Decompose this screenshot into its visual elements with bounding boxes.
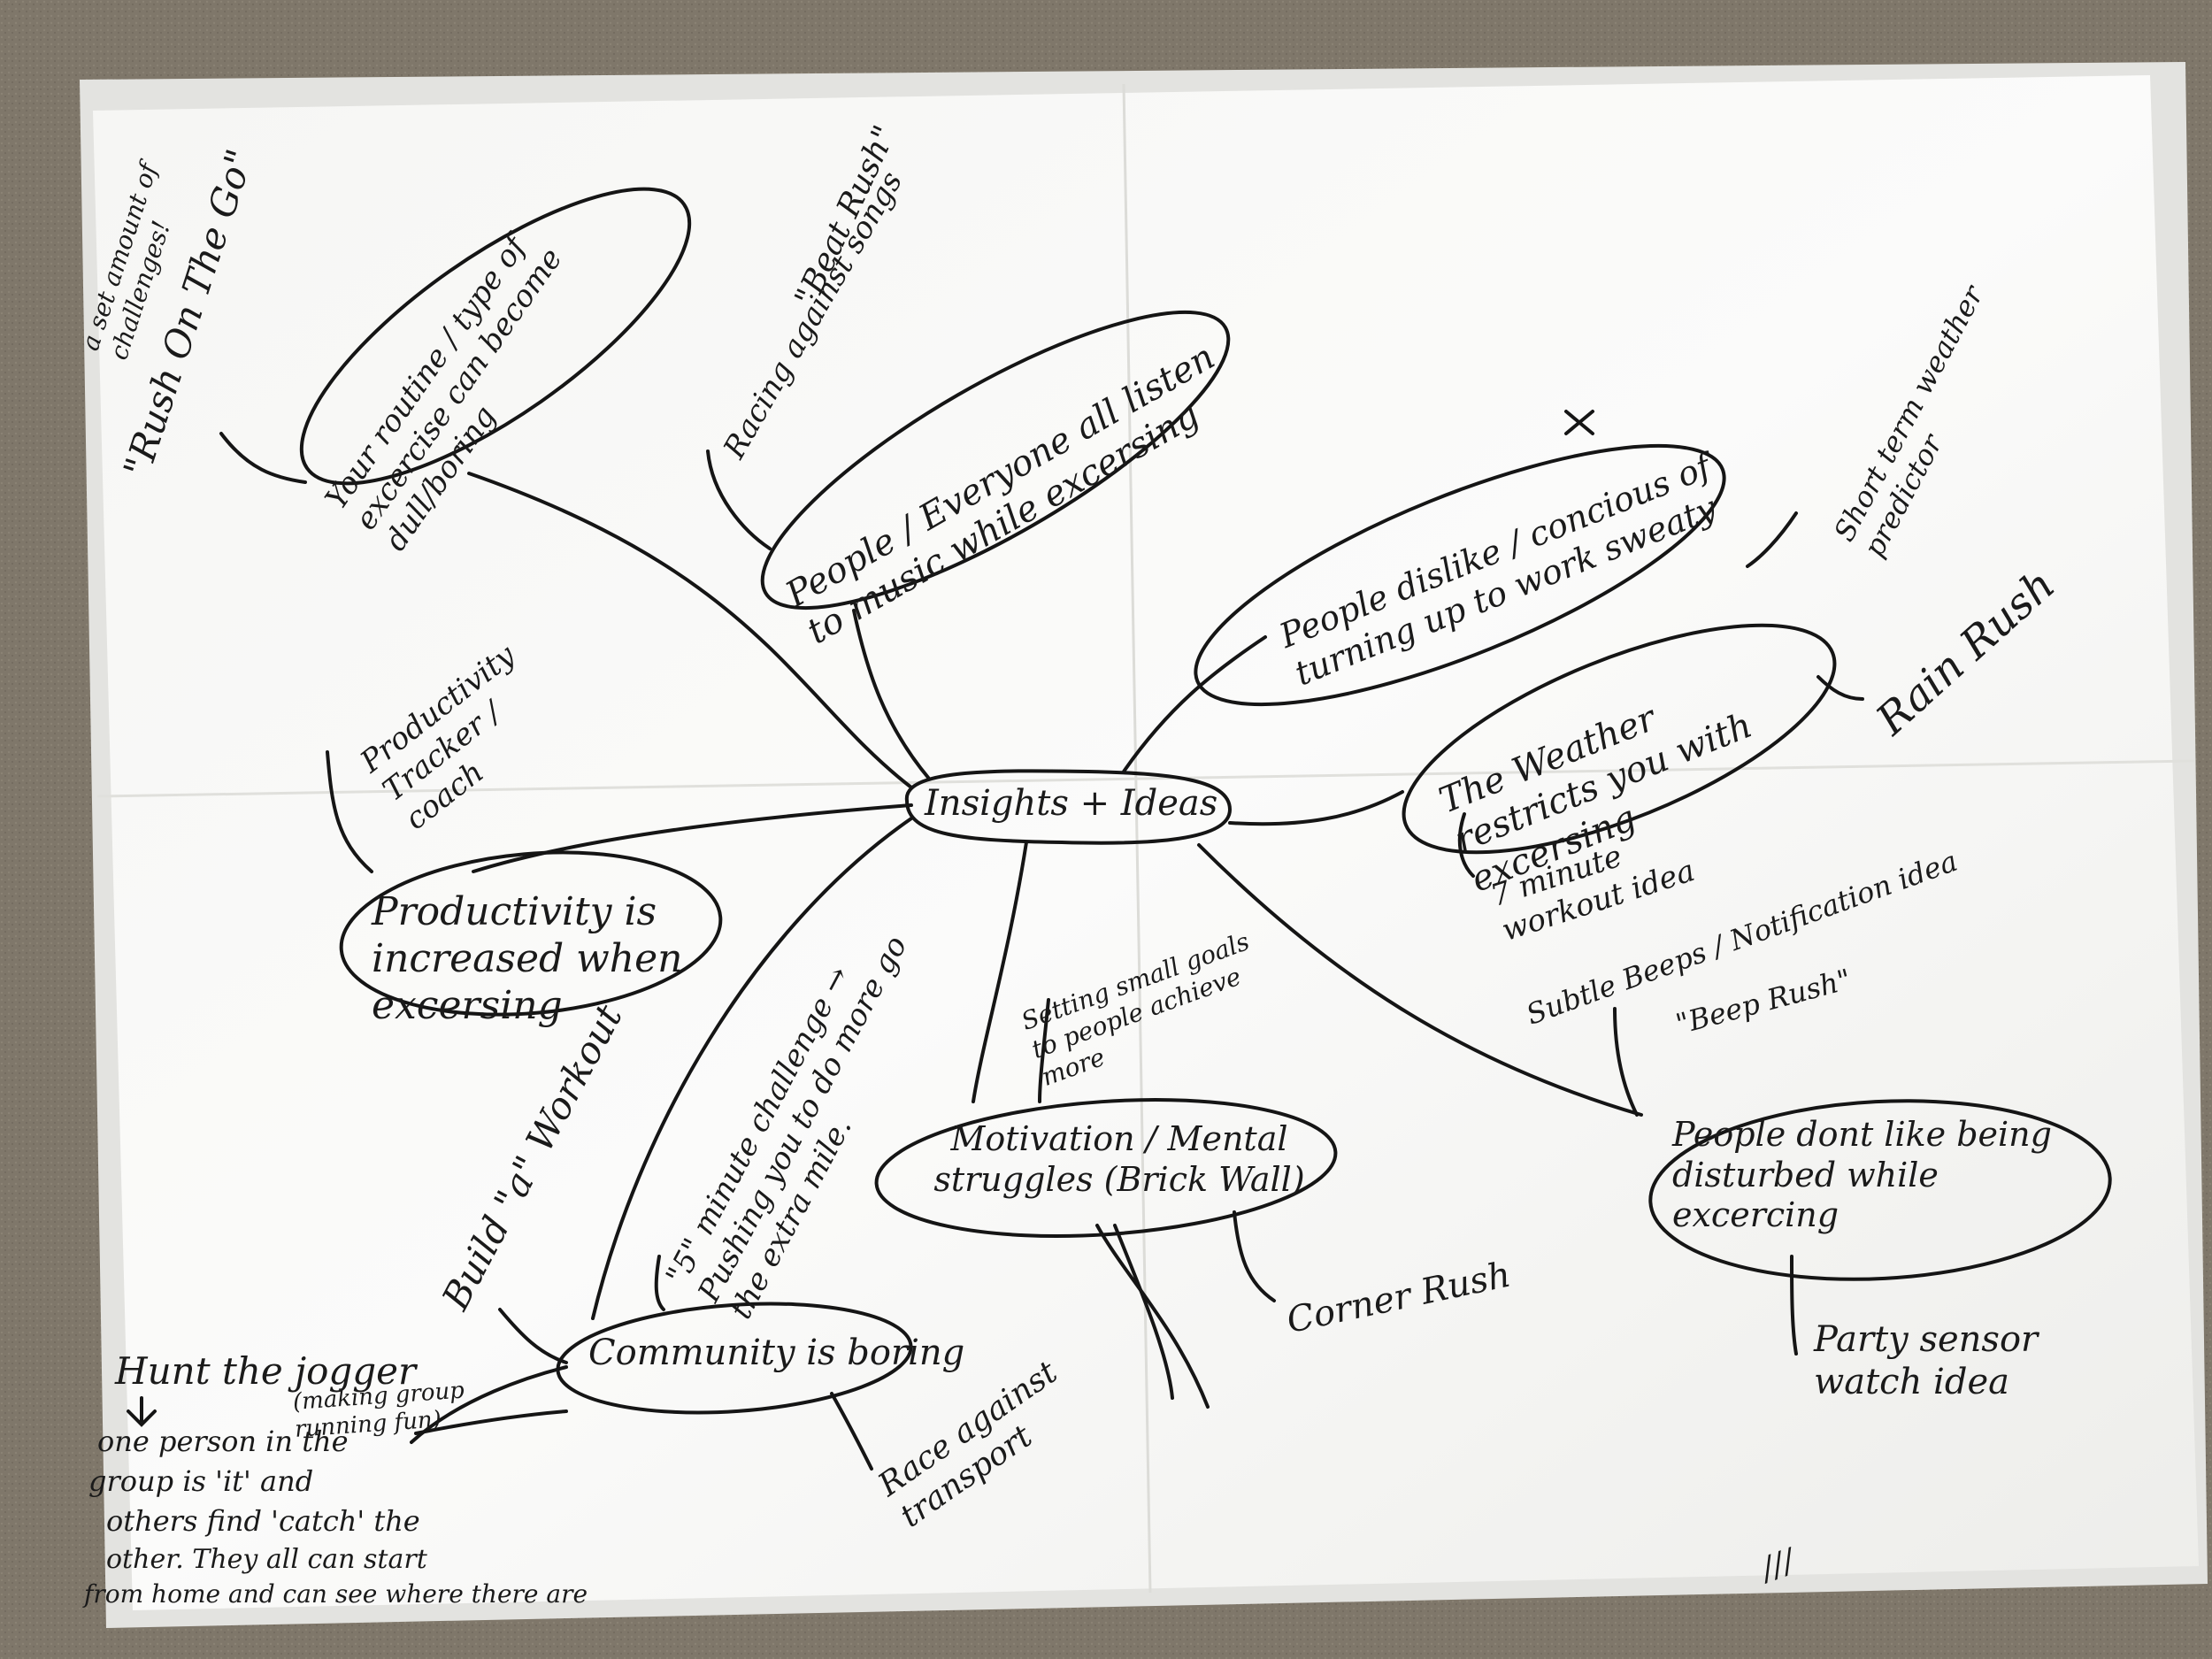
link-center-motivation bbox=[972, 841, 1028, 1103]
link-short-term bbox=[1746, 511, 1798, 568]
link-center-music bbox=[852, 609, 931, 780]
link-party bbox=[1790, 1255, 1798, 1356]
fold-horizontal bbox=[96, 759, 2195, 798]
productivity-outline bbox=[339, 850, 723, 1017]
link-center-disturbed bbox=[1197, 843, 1643, 1117]
link-brick-2 bbox=[1113, 1224, 1174, 1400]
link-center-productivity bbox=[472, 803, 913, 873]
link-rain-rush bbox=[1816, 675, 1864, 701]
fold-vertical bbox=[1122, 83, 1152, 1594]
link-goals bbox=[1038, 998, 1050, 1103]
link-tracker bbox=[326, 750, 373, 873]
link-corner bbox=[1233, 1210, 1276, 1302]
link-center-weather bbox=[1228, 790, 1404, 826]
link-race bbox=[830, 1392, 873, 1471]
link-center-routine bbox=[467, 472, 913, 789]
link-five-min bbox=[654, 1255, 665, 1311]
node-motivation: Motivation / Mental struggles (Brick Wal… bbox=[933, 1119, 1305, 1199]
ann-hunt-jogger: Hunt the jogger bbox=[115, 1349, 417, 1393]
x-mark-lines bbox=[1564, 410, 1594, 435]
node-disturbed: People dont like being disturbed while e… bbox=[1672, 1115, 2052, 1235]
ann-hunt-desc-5: from home and can see where there are bbox=[84, 1579, 588, 1609]
motivation-outline bbox=[874, 1098, 1338, 1238]
routine-outline bbox=[299, 187, 692, 486]
center-node: Insights + Ideas bbox=[925, 783, 1218, 824]
link-beep bbox=[1613, 1007, 1639, 1117]
link-rush-on-the-go bbox=[219, 432, 307, 484]
node-productivity: Productivity is increased when excersing bbox=[372, 889, 683, 1028]
link-hunt bbox=[410, 1365, 568, 1444]
connector-lines bbox=[127, 187, 2112, 1471]
ann-hunt-desc-2: group is 'it' and bbox=[88, 1464, 314, 1498]
music-outline bbox=[760, 310, 1231, 611]
node-community: Community is boring bbox=[588, 1333, 965, 1373]
ann-hunt-desc-1: one person in the bbox=[97, 1425, 349, 1458]
weather-outline bbox=[1402, 623, 1837, 855]
hunt-arrow bbox=[127, 1396, 157, 1427]
ann-party-sensor: Party sensor watch idea bbox=[1814, 1319, 2039, 1402]
sweaty-outline bbox=[1194, 443, 1726, 707]
center-outline bbox=[904, 769, 1233, 845]
link-build bbox=[498, 1308, 568, 1364]
link-hunt-2 bbox=[414, 1409, 568, 1435]
link-brick bbox=[1095, 1224, 1210, 1409]
ann-hunt-desc-3: others find 'catch' the bbox=[106, 1504, 420, 1538]
link-seven-minute bbox=[1457, 812, 1475, 878]
link-center-community bbox=[591, 817, 913, 1320]
ann-hunt-desc-4: other. They all can start bbox=[106, 1544, 427, 1575]
link-racing-songs bbox=[706, 449, 772, 550]
link-center-sweaty bbox=[1122, 635, 1267, 773]
disturbed-outline bbox=[1648, 1099, 2112, 1281]
